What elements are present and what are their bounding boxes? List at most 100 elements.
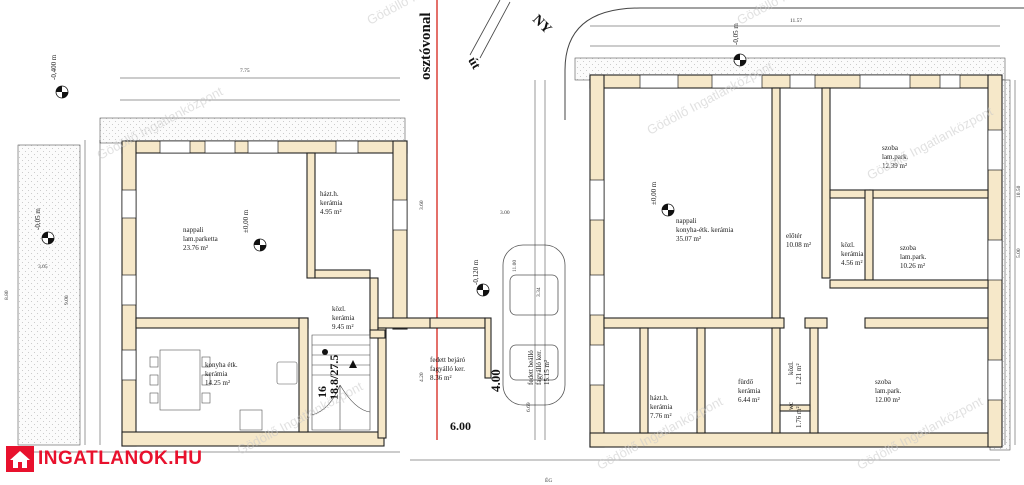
svg-text:közl.: közl. bbox=[332, 305, 346, 313]
svg-text:fagyálló ker.: fagyálló ker. bbox=[535, 350, 543, 385]
svg-text:11.00: 11.00 bbox=[512, 260, 518, 272]
svg-text:11.57: 11.57 bbox=[790, 18, 802, 24]
svg-text:3.60: 3.60 bbox=[419, 200, 425, 210]
room-kozl-small: közl. 1.21 m² bbox=[787, 361, 803, 385]
svg-text:12.39 m²: 12.39 m² bbox=[882, 162, 907, 170]
svg-text:12.00 m²: 12.00 m² bbox=[875, 396, 900, 404]
svg-text:14.25 m²: 14.25 m² bbox=[205, 379, 230, 387]
svg-text:4.95 m²: 4.95 m² bbox=[320, 208, 342, 216]
staircase bbox=[311, 334, 371, 431]
dimension-lines bbox=[20, 25, 1016, 461]
svg-text:±0,00 m: ±0,00 m bbox=[242, 209, 250, 233]
road-line-1 bbox=[469, 0, 501, 56]
svg-text:35.07 m²: 35.07 m² bbox=[676, 235, 701, 243]
svg-text:házt.h.: házt.h. bbox=[650, 394, 669, 402]
dimension-labels: 7.75 11.57 4.00 6.00 8.80 9.00 11.00 3.0… bbox=[4, 18, 1022, 433]
level-markers bbox=[41, 53, 747, 297]
garage-walls bbox=[429, 317, 492, 379]
svg-text:1.76 m²: 1.76 m² bbox=[795, 406, 803, 428]
svg-text:fürdő: fürdő bbox=[738, 378, 754, 386]
svg-text:16: 16 bbox=[315, 386, 329, 398]
stair-labels: 16 18.8/27.5 bbox=[315, 355, 341, 400]
svg-text:6.69: 6.69 bbox=[526, 402, 532, 412]
svg-text:kerámia: kerámia bbox=[320, 199, 343, 207]
svg-text:±0,00 m: ±0,00 m bbox=[650, 181, 658, 205]
street-edge bbox=[564, 7, 1024, 120]
svg-text:wc: wc bbox=[787, 402, 795, 410]
svg-text:kerámia: kerámia bbox=[841, 250, 864, 258]
svg-text:szoba: szoba bbox=[900, 244, 917, 252]
brand-name: INGATLANOK.HU bbox=[38, 448, 203, 469]
svg-text:10.26 m²: 10.26 m² bbox=[900, 262, 925, 270]
svg-text:4.56 m²: 4.56 m² bbox=[841, 259, 863, 267]
north-label: NY bbox=[529, 12, 554, 37]
divider-label: osztóvonal bbox=[418, 13, 434, 81]
svg-text:fedett beálló: fedett beálló bbox=[527, 350, 535, 385]
svg-text:lam.park.: lam.park. bbox=[875, 387, 902, 395]
svg-text:5.00: 5.00 bbox=[1016, 248, 1022, 258]
svg-text:23.76 m²: 23.76 m² bbox=[183, 244, 208, 252]
svg-text:szoba: szoba bbox=[882, 144, 899, 152]
svg-text:lam.park.: lam.park. bbox=[882, 153, 909, 161]
svg-text:fagyálló ker.: fagyálló ker. bbox=[430, 365, 465, 373]
svg-text:1.21 m²: 1.21 m² bbox=[795, 363, 803, 385]
svg-text:konyha-étk. kerámia: konyha-étk. kerámia bbox=[676, 226, 734, 234]
room-wc: wc 1.76 m² bbox=[787, 402, 803, 428]
svg-text:4.20: 4.20 bbox=[419, 372, 425, 382]
svg-text:6.44 m²: 6.44 m² bbox=[738, 396, 760, 404]
svg-text:nappali: nappali bbox=[676, 217, 697, 225]
street-labels: osztóvonal út NY ÉG bbox=[418, 12, 554, 484]
svg-text:kerámia: kerámia bbox=[205, 370, 228, 378]
top-terrace bbox=[99, 117, 406, 144]
svg-text:10.08 m²: 10.08 m² bbox=[786, 241, 811, 249]
left-house-walls bbox=[121, 140, 439, 447]
svg-text:9.45 m²: 9.45 m² bbox=[332, 323, 354, 331]
room-fedett-beallo: fedett beálló fagyálló ker. 15.15 m² bbox=[527, 350, 551, 385]
svg-text:7.76 m²: 7.76 m² bbox=[650, 412, 672, 420]
svg-text:10.50: 10.50 bbox=[1016, 185, 1022, 198]
car-outline bbox=[502, 244, 566, 406]
level-labels: ±0,00 m ±0,00 m -0,05 m -0,120 m -0,400 … bbox=[34, 23, 740, 285]
svg-text:fedett bejáró: fedett bejáró bbox=[430, 356, 466, 364]
dining-table bbox=[149, 349, 298, 431]
svg-text:előtér: előtér bbox=[786, 232, 803, 240]
road-line-2 bbox=[479, 1, 511, 59]
svg-text:kerámia: kerámia bbox=[650, 403, 673, 411]
svg-text:8.80: 8.80 bbox=[4, 290, 10, 300]
svg-text:6.00: 6.00 bbox=[450, 419, 471, 433]
svg-text:3.00: 3.00 bbox=[500, 210, 510, 216]
road-label: út bbox=[465, 54, 484, 72]
svg-text:15.15 m²: 15.15 m² bbox=[543, 360, 551, 385]
left-house-windows bbox=[121, 140, 408, 381]
svg-text:9.00: 9.00 bbox=[64, 295, 70, 305]
brand-logo[interactable]: INGATLANOK.HU bbox=[6, 444, 202, 474]
bottom-street-label: ÉG bbox=[545, 476, 552, 484]
svg-text:házt.h.: házt.h. bbox=[320, 190, 339, 198]
svg-text:-0,05 m: -0,05 m bbox=[732, 23, 740, 45]
svg-text:kerámia: kerámia bbox=[738, 387, 761, 395]
svg-text:-0,400 m: -0,400 m bbox=[50, 54, 58, 80]
left-terrace bbox=[17, 144, 81, 446]
svg-text:konyha étk.: konyha étk. bbox=[205, 361, 238, 369]
svg-text:nappali: nappali bbox=[183, 226, 204, 234]
svg-text:közl.: közl. bbox=[841, 241, 855, 249]
house-icon bbox=[6, 446, 34, 472]
svg-text:kerámia: kerámia bbox=[332, 314, 355, 322]
svg-text:18.8/27.5: 18.8/27.5 bbox=[327, 355, 341, 400]
svg-text:szoba: szoba bbox=[875, 378, 892, 386]
svg-text:lam.parketta: lam.parketta bbox=[183, 235, 219, 243]
svg-text:-0,05 m: -0,05 m bbox=[34, 208, 42, 230]
svg-text:3.05: 3.05 bbox=[38, 264, 48, 270]
